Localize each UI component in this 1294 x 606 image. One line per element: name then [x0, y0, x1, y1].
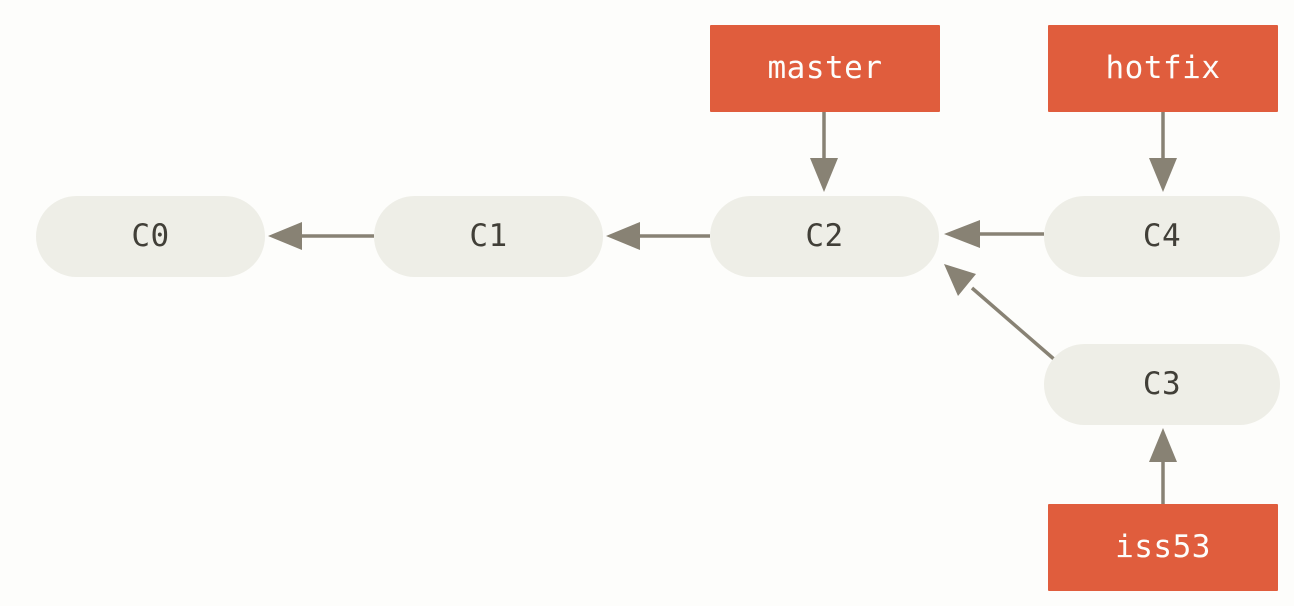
- commit-label: C4: [1142, 218, 1182, 254]
- branch-label-text: iss53: [1115, 529, 1211, 565]
- commit-label: C3: [1142, 366, 1182, 402]
- edge-c4-to-c2: [944, 220, 1044, 248]
- commit-node-c3[interactable]: C3: [1044, 344, 1280, 425]
- commit-label: C1: [469, 218, 508, 254]
- edge-hotfix-to-c4: [1149, 112, 1177, 192]
- commit-node-c4[interactable]: C4: [1044, 196, 1280, 277]
- edge-c1-to-c0: [268, 222, 374, 250]
- edge-c3-to-c2: [944, 264, 1057, 362]
- commit-node-c2[interactable]: C2: [710, 196, 939, 277]
- edge-master-to-c2: [810, 112, 838, 192]
- edge-c2-to-c1: [606, 222, 710, 250]
- commit-label: C0: [131, 218, 170, 254]
- commit-node-c1[interactable]: C1: [374, 196, 603, 277]
- branch-label-iss53[interactable]: iss53: [1048, 504, 1278, 591]
- commit-node-c0[interactable]: C0: [36, 196, 265, 277]
- branch-label-hotfix[interactable]: hotfix: [1048, 25, 1278, 112]
- commit-label: C2: [805, 218, 844, 254]
- branch-label-master[interactable]: master: [710, 25, 940, 112]
- branch-label-text: master: [767, 50, 883, 86]
- branch-label-text: hotfix: [1105, 50, 1221, 86]
- edge-iss53-to-c3: [1149, 428, 1177, 504]
